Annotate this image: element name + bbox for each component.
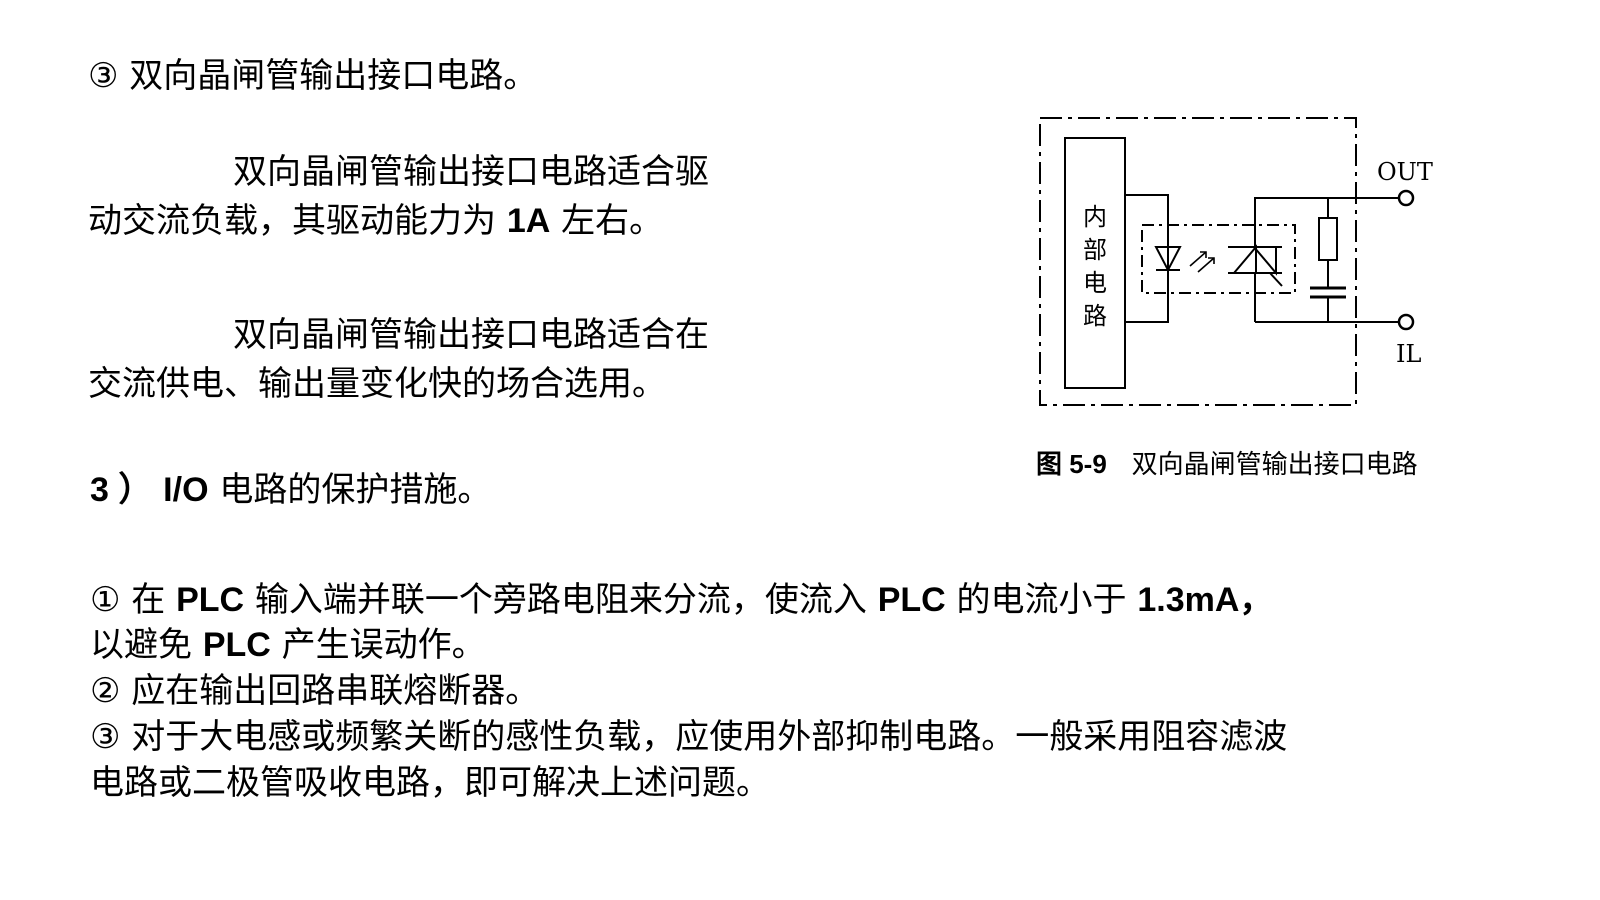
rc-snubber: [1310, 198, 1346, 322]
item1-line2-plc: PLC: [202, 626, 271, 664]
heading-text: 电路的保护措施。: [208, 470, 492, 510]
out-label: OUT: [1377, 158, 1433, 186]
item1-plc-2: PLC: [877, 581, 946, 619]
heading-number: 3 ）: [90, 471, 153, 509]
resistor-icon: [1318, 217, 1338, 261]
triac-icon: [1228, 205, 1283, 322]
module-boundary: [1039, 117, 1357, 406]
para1-text-end: 左右。: [550, 201, 664, 241]
section3-heading: ③ 双向晶闸管输出接口电路。: [88, 56, 538, 96]
para2-line2: 交流供电、输出量变化快的场合选用。: [88, 364, 666, 404]
item2: ② 应在输出回路串联熔断器。: [90, 671, 540, 711]
drive-current: 1A: [506, 202, 551, 240]
out-terminal: [1397, 189, 1415, 207]
internal-circuit-char-4: 路: [1083, 302, 1107, 330]
wire-out: [1254, 197, 1398, 205]
figure-number: 图 5-9: [1036, 449, 1107, 479]
internal-circuit-block: [1064, 137, 1126, 389]
heading-io-protection: 3 ） I/O 电路的保护措施。: [90, 466, 491, 514]
item1-line2-text-c: 产生误动作。: [270, 625, 486, 665]
optocoupler-box: [1141, 224, 1296, 294]
item1-line2: 以避免 PLC 产生误动作。: [90, 621, 486, 669]
para1-text: 动交流负载，其驱动能力为: [88, 201, 507, 241]
para1-line2: 动交流负载，其驱动能力为 1A 左右。: [88, 197, 663, 245]
para2-line1: 双向晶闸管输出接口电路适合在: [233, 315, 709, 355]
item1-line2-text-a: 以避免: [90, 625, 203, 665]
item3-line1: ③ 对于大电感或频繁关断的感性负载，应使用外部抑制电路。一般采用阻容滤波: [90, 717, 1288, 757]
internal-circuit-char-3: 电: [1083, 269, 1107, 297]
para1-line1: 双向晶闸管输出接口电路适合驱: [233, 152, 709, 192]
figure-caption: 图 5-9 双向晶闸管输出接口电路: [1036, 447, 1418, 482]
item1-plc-1: PLC: [176, 581, 245, 619]
internal-circuit-char-2: 部: [1083, 236, 1107, 264]
internal-circuit-char-1: 内: [1083, 203, 1107, 231]
il-label: IL: [1396, 340, 1421, 368]
item1-text-e: 的电流小于: [945, 580, 1138, 620]
item1-text-a: ① 在: [90, 580, 177, 620]
item1-line1: ① 在 PLC 输入端并联一个旁路电阻来分流，使流入 PLC 的电流小于 1.3…: [90, 576, 1273, 624]
wire-top: [1125, 194, 1169, 230]
item1-text-c: 输入端并联一个旁路电阻来分流，使流入: [244, 580, 878, 620]
heading-io: I/O: [163, 471, 209, 509]
wire-bottom: [1125, 288, 1169, 323]
il-terminal: [1397, 313, 1415, 331]
led-icon: [1154, 230, 1182, 288]
item3-line2: 电路或二极管吸收电路，即可解决上述问题。: [90, 763, 770, 803]
item1-current: 1.3mA，: [1137, 581, 1274, 619]
light-arrows-icon: [1189, 251, 1215, 273]
triac-output-circuit-diagram: 内 部 电 路 OUT IL: [1039, 117, 1433, 406]
figure-title: 双向晶闸管输出接口电路: [1131, 450, 1418, 480]
